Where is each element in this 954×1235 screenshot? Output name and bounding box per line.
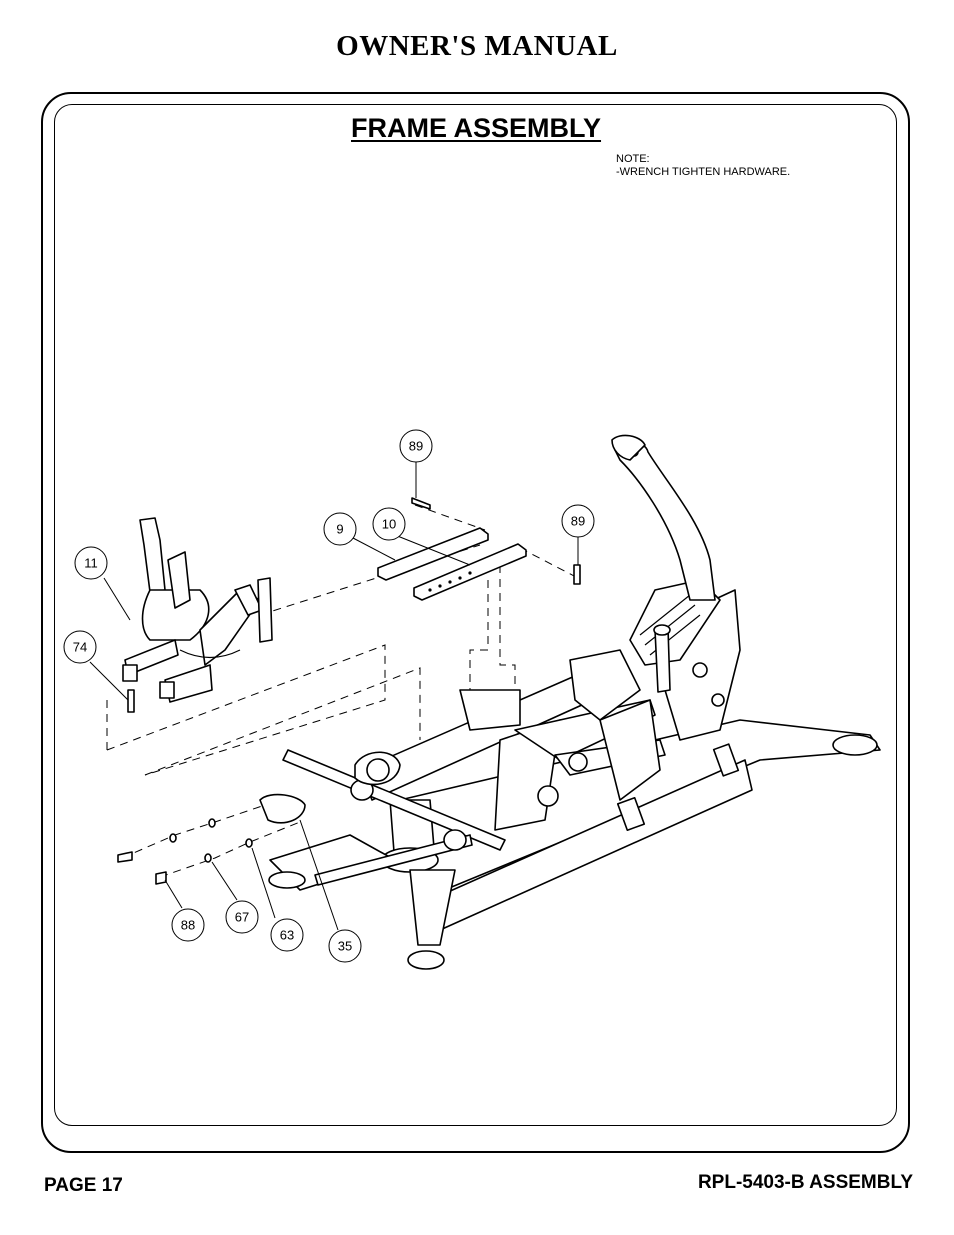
pin-89-right: [573, 564, 581, 585]
callout-35: 35: [328, 929, 362, 963]
page-border-outer: [41, 92, 910, 1153]
callout-63: 63: [270, 918, 304, 952]
callout-label: 11: [84, 556, 98, 571]
callout-9: 9: [323, 512, 357, 546]
crossbar-10: [413, 543, 527, 601]
callout-label: 74: [73, 640, 87, 655]
assembly-note: NOTE: -WRENCH TIGHTEN HARDWARE.: [616, 153, 790, 179]
pin-89-top: [411, 497, 431, 510]
callout-88: 88: [171, 908, 205, 942]
callout-11: 11: [74, 546, 108, 580]
page-border-inner: [54, 104, 897, 1126]
alignment-lines: [106, 504, 579, 878]
callout-label: 88: [181, 918, 195, 933]
main-frame: [259, 434, 881, 970]
callout-label: 89: [571, 514, 585, 529]
note-text: -WRENCH TIGHTEN HARDWARE.: [616, 166, 791, 178]
handle-assembly: [122, 517, 273, 703]
callout-label: 9: [336, 522, 343, 537]
note-heading: NOTE:: [616, 153, 650, 165]
hardware: [117, 689, 253, 885]
callout-89-right: 89: [561, 504, 595, 538]
page-number: PAGE 17: [44, 1175, 123, 1196]
callout-89-top: 89: [399, 429, 433, 463]
callout-74: 74: [63, 630, 97, 664]
section-title: FRAME ASSEMBLY: [351, 113, 602, 143]
crossbar-9: [377, 527, 489, 581]
callout-label: 67: [235, 910, 249, 925]
callout-label: 89: [409, 439, 423, 454]
callout-67: 67: [225, 900, 259, 934]
callout-label: 10: [382, 517, 396, 532]
callout-label: 63: [280, 928, 294, 943]
callout-label: 35: [338, 939, 352, 954]
document-id: RPL-5403-B ASSEMBLY: [697, 1172, 913, 1193]
callout-10: 10: [372, 507, 406, 541]
adjustment-holes: [428, 571, 472, 592]
manual-title: OWNER'S MANUAL: [336, 30, 618, 62]
leader-lines: [89, 462, 579, 931]
